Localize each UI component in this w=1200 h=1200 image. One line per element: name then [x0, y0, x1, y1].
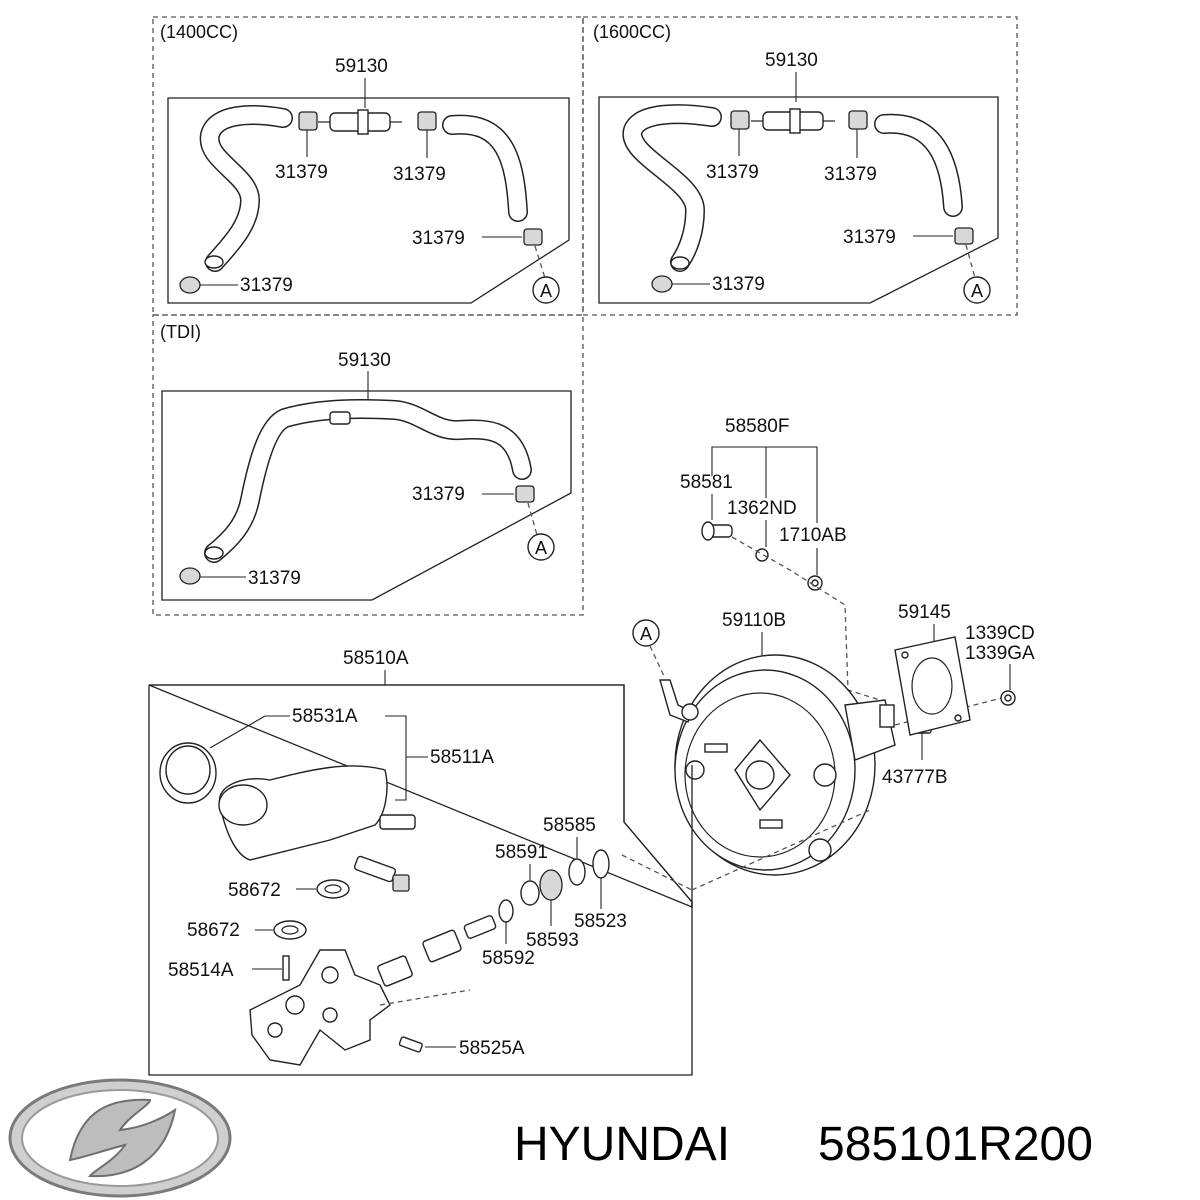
part-label-31379: 31379 [248, 568, 301, 589]
part-number: 585101R200 [818, 1118, 1093, 1171]
section-title-1600: (1600CC) [593, 22, 671, 42]
part-label-59110B: 59110B [722, 610, 786, 631]
hose-group-1600: 59130 31379 31379 31379 31379 A [598, 50, 999, 304]
bolt-icon [398, 1036, 423, 1053]
part-label-58591: 58591 [495, 842, 548, 863]
pin-kit: 58580F 58581 1362ND 1710AB [680, 416, 881, 701]
callout-a-label: A [540, 281, 552, 301]
part-label-59130: 59130 [335, 56, 388, 77]
hose-group-tdi: 59130 31379 31379 A [161, 350, 572, 601]
hyundai-logo [8, 1078, 232, 1198]
section-title-tdi: (TDI) [160, 322, 201, 342]
part-label-31379: 31379 [275, 162, 328, 183]
part-label-58581: 58581 [680, 472, 733, 493]
callout-a-icon [527, 533, 555, 561]
part-label-58514A: 58514A [168, 960, 234, 981]
clip-icon [954, 227, 974, 245]
cylinder-body-icon [249, 949, 391, 1066]
part-label-1339GA: 1339GA [965, 643, 1035, 664]
callout-a-icon [963, 276, 991, 304]
section-title-1400: (1400CC) [160, 22, 238, 42]
hose-group-1400: 59130 31379 31379 31379 31379 A [167, 56, 570, 304]
snap-clip-icon [755, 548, 769, 562]
retainer-icon [592, 849, 610, 879]
part-label-1339CD: 1339CD [965, 623, 1035, 644]
part-label-58511A: 58511A [430, 747, 494, 768]
brand-name: HYUNDAI [514, 1118, 730, 1171]
part-label-59130: 59130 [765, 50, 818, 71]
part-label-31379: 31379 [706, 162, 759, 183]
part-label-58592: 58592 [482, 948, 535, 969]
grommet-icon [316, 879, 350, 899]
part-label-58531A: 58531A [292, 706, 358, 727]
clip-icon [523, 228, 543, 246]
callout-a-label: A [535, 538, 547, 558]
callout-a-label: A [640, 624, 652, 644]
pin-icon [282, 955, 290, 981]
ring-icon [568, 858, 586, 886]
seal-icon [520, 880, 540, 906]
part-label-58672: 58672 [228, 880, 281, 901]
spring-icon [377, 915, 497, 987]
callout-a-icon [532, 276, 560, 304]
clip-icon [417, 111, 437, 131]
frame-1600 [582, 16, 1018, 316]
part-label-31379: 31379 [712, 274, 765, 295]
clip-icon [179, 276, 201, 294]
clip-icon [179, 567, 201, 585]
callout-a-label: A [971, 281, 983, 301]
part-label-58672: 58672 [187, 920, 240, 941]
part-label-58585: 58585 [543, 815, 596, 836]
part-label-31379: 31379 [240, 275, 293, 296]
grommet-icon [273, 920, 307, 940]
part-label-59145: 59145 [898, 602, 951, 623]
washer-icon [498, 899, 514, 923]
part-label-58580F: 58580F [725, 416, 789, 437]
part-label-31379: 31379 [412, 228, 465, 249]
clip-icon [730, 110, 750, 130]
part-label-59130: 59130 [338, 350, 391, 371]
gasket-group: 59145 1339CD 1339GA [894, 602, 1035, 736]
clip-icon [651, 275, 673, 293]
part-label-31379: 31379 [824, 164, 877, 185]
part-label-1710AB: 1710AB [779, 525, 847, 546]
part-label-43777B: 43777B [882, 767, 948, 788]
master-cylinder-group: 58510A 58531A 58511A 58672 58672 5851 [148, 648, 871, 1076]
part-label-58525A: 58525A [459, 1038, 525, 1059]
cup-icon [539, 869, 563, 901]
clip-icon [515, 485, 535, 503]
part-label-58523: 58523 [574, 911, 627, 932]
section-frames [152, 16, 1018, 616]
callout-a-icon [632, 619, 660, 647]
part-label-31379: 31379 [412, 484, 465, 505]
part-label-58510A: 58510A [343, 648, 409, 669]
part-label-31379: 31379 [393, 164, 446, 185]
part-label-31379: 31379 [843, 227, 896, 248]
reservoir-icon [218, 765, 388, 861]
gasket-icon [894, 636, 971, 736]
clip-icon [848, 110, 868, 130]
part-label-1362ND: 1362ND [727, 498, 797, 519]
frame-tdi [152, 314, 584, 616]
clip-icon [298, 111, 318, 131]
part-label-58593: 58593 [526, 930, 579, 951]
brake-booster: 59110B A 43777B [632, 610, 1003, 876]
